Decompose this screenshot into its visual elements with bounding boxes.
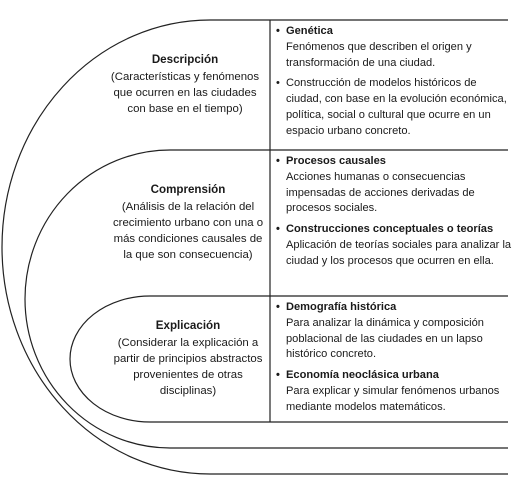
item-text: Para analizar la dinámica y composición … <box>286 316 484 361</box>
level-desc: (Considerar la explicación a partir de p… <box>113 337 263 397</box>
list-item: • Genética Fenómenos que describen el ori… <box>276 24 512 71</box>
level-items-comprehension: • Procesos causales Acciones humanas o co… <box>276 154 512 275</box>
level-items-explanation: • Demografía histórica Para analizar la d… <box>276 300 512 421</box>
inner-arc <box>69 295 508 423</box>
bullet-icon: • <box>276 77 280 90</box>
item-text: Acciones humanas o consecuencias impensa… <box>286 170 475 215</box>
item-title: Economía neoclásica urbana <box>286 369 439 382</box>
item-text: Aplicación de teorías sociales para anal… <box>286 238 512 267</box>
bullet-icon: • <box>276 25 280 37</box>
level-items-description: • Genética Fenómenos que describen el ori… <box>276 24 512 145</box>
item-text: Para explicar y simular fenómenos urbano… <box>286 384 500 413</box>
level-title: Descripción <box>151 53 219 66</box>
list-item: • Construcción de modelos históricos de … <box>276 76 512 139</box>
list-item: • Construcciones conceptuales o teorías A… <box>276 222 512 269</box>
level-desc: (Características y fenómenos que ocurren… <box>110 71 260 115</box>
list-item: • Procesos causales Acciones humanas o co… <box>276 154 512 217</box>
item-title: Procesos causales <box>286 155 386 167</box>
bullet-icon: • <box>276 301 280 313</box>
level-title: Explicación <box>155 319 221 332</box>
bullet-icon: • <box>276 223 280 236</box>
item-title: Genética <box>286 25 333 37</box>
level-title: Comprensión <box>150 183 226 196</box>
item-text: Construcción de modelos históricos de ci… <box>286 77 507 137</box>
item-text: Fenómenos que describen el origen y tran… <box>286 40 472 69</box>
level-comprehension: Comprensión (Análisis de la relación del… <box>108 182 268 263</box>
level-desc: (Análisis de la relación del crecimiento… <box>112 201 264 261</box>
middle-arc <box>24 149 508 449</box>
level-description: Descripción (Características y fenómenos… <box>110 52 260 117</box>
list-item: • Demografía histórica Para analizar la d… <box>276 300 512 363</box>
bullet-icon: • <box>276 155 280 167</box>
outer-arc <box>1 19 508 475</box>
item-title: Construcciones conceptuales o teorías <box>286 223 494 236</box>
item-title: Demografía histórica <box>286 301 397 313</box>
list-item: • Economía neoclásica urbana Para explica… <box>276 368 512 415</box>
bullet-icon: • <box>276 369 280 382</box>
level-explanation: Explicación (Considerar la explicación a… <box>113 318 263 399</box>
